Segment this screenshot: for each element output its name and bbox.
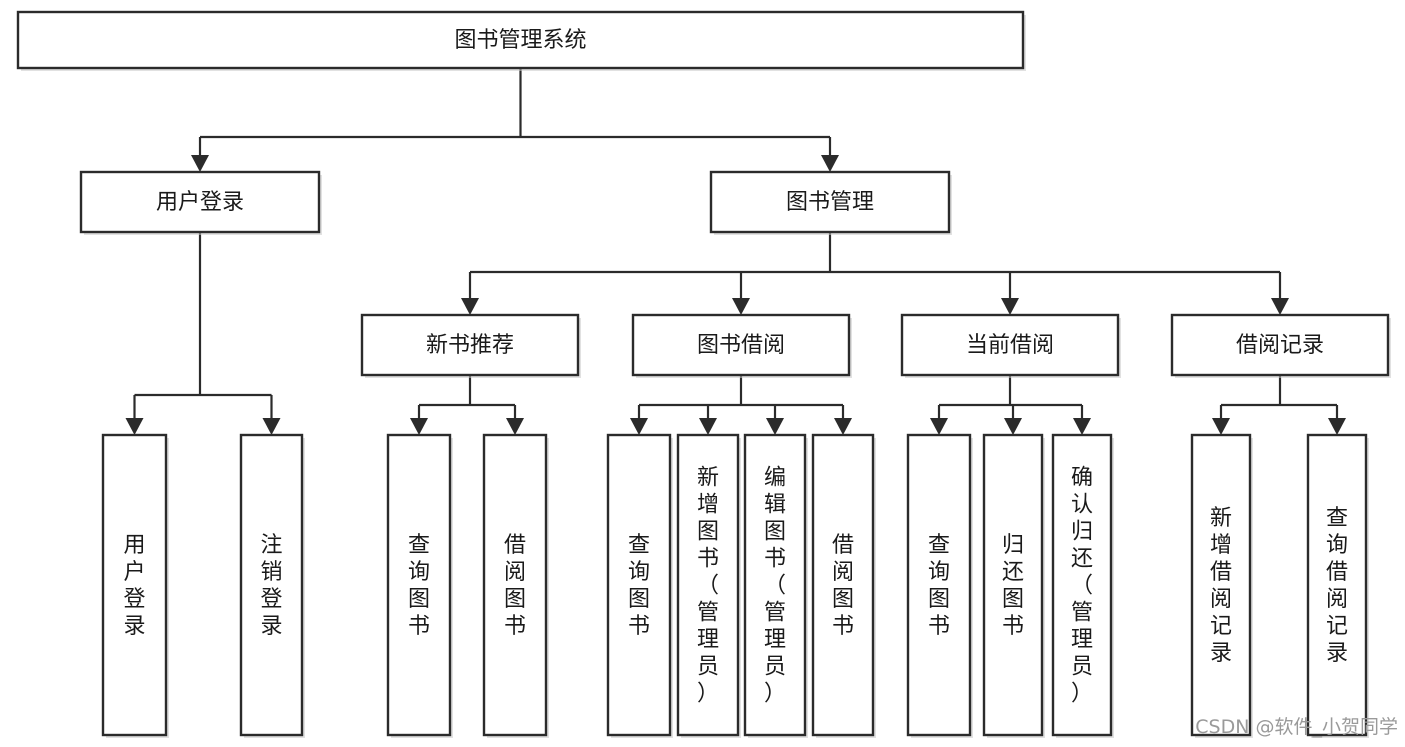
- node-label: 查询图书: [408, 533, 430, 639]
- node-rect[interactable]: [482, 433, 548, 737]
- arrow-head-icon: [1271, 298, 1289, 315]
- node-rect[interactable]: [982, 433, 1044, 737]
- node-label: 编辑图书（管理员）: [764, 466, 786, 707]
- node-rect[interactable]: [811, 433, 875, 737]
- node-label: 新增借阅记录: [1210, 506, 1232, 666]
- node-leaf-query-record[interactable]: 查询借阅记录: [1306, 433, 1369, 738]
- arrow-head-icon: [506, 418, 524, 435]
- node-rect[interactable]: [631, 313, 851, 377]
- node-label: 用户登录: [156, 190, 244, 215]
- node-rect[interactable]: [239, 433, 304, 737]
- node-rect[interactable]: [16, 10, 1025, 70]
- edge-group-root: [191, 68, 839, 172]
- node-label: 归还图书: [1002, 533, 1024, 639]
- node-rect[interactable]: [79, 170, 321, 234]
- node-current-borrow[interactable]: 当前借阅: [900, 313, 1121, 378]
- node-rect[interactable]: [709, 170, 951, 234]
- node-rect[interactable]: [1170, 313, 1390, 377]
- node-leaf-edit-book[interactable]: 编辑图书（管理员）: [743, 433, 808, 738]
- node-borrow-record[interactable]: 借阅记录: [1170, 313, 1391, 378]
- node-label: 借阅记录: [1236, 333, 1324, 358]
- edge-group-borrow-record: [1212, 375, 1346, 435]
- arrow-head-icon: [191, 155, 209, 172]
- node-rect[interactable]: [900, 313, 1120, 377]
- node-rect[interactable]: [1190, 433, 1252, 737]
- edge-group-new-book-rec: [410, 375, 524, 435]
- arrow-head-icon: [766, 418, 784, 435]
- arrow-head-icon: [732, 298, 750, 315]
- arrow-head-icon: [1328, 418, 1346, 435]
- node-book-manage[interactable]: 图书管理: [709, 170, 952, 235]
- csdn-watermark: CSDN @软件_小贺同学: [1195, 716, 1398, 738]
- node-label: 确认归还（管理员）: [1071, 466, 1093, 707]
- node-leaf-borrow-book-2[interactable]: 借阅图书: [811, 433, 876, 738]
- edge-group-book-borrow: [630, 375, 852, 435]
- arrow-head-icon: [930, 418, 948, 435]
- node-new-book-rec[interactable]: 新书推荐: [360, 313, 581, 378]
- node-label: 图书管理系统: [454, 28, 586, 53]
- node-user-login[interactable]: 用户登录: [79, 170, 322, 235]
- arrow-head-icon: [125, 418, 144, 435]
- arrow-head-icon: [630, 418, 648, 435]
- edge-group-user-login: [125, 232, 281, 435]
- arrow-head-icon: [834, 418, 852, 435]
- arrow-head-icon: [262, 418, 281, 435]
- arrow-head-icon: [1001, 298, 1019, 315]
- node-layer: 图书管理系统用户登录图书管理新书推荐图书借阅当前借阅借阅记录用户登录注销登录查询…: [16, 10, 1391, 738]
- node-rect[interactable]: [386, 433, 452, 737]
- arrow-head-icon: [1073, 418, 1091, 435]
- node-label: 用户登录: [123, 533, 145, 639]
- node-leaf-user-login[interactable]: 用户登录: [101, 433, 169, 738]
- arrow-head-icon: [1212, 418, 1230, 435]
- node-label: 借阅图书: [504, 533, 526, 639]
- node-rect[interactable]: [906, 433, 972, 737]
- node-leaf-query-book-2[interactable]: 查询图书: [606, 433, 673, 738]
- node-label: 新增图书（管理员）: [697, 466, 719, 707]
- node-leaf-add-book[interactable]: 新增图书（管理员）: [676, 433, 741, 738]
- arrow-head-icon: [821, 155, 839, 172]
- node-leaf-logout[interactable]: 注销登录: [239, 433, 305, 738]
- node-rect[interactable]: [606, 433, 672, 737]
- node-rect[interactable]: [101, 433, 168, 737]
- node-label: 借阅图书: [832, 533, 854, 639]
- connector-layer: [125, 68, 1346, 435]
- arrow-head-icon: [461, 298, 479, 315]
- edge-group-current-borrow: [930, 375, 1091, 435]
- node-leaf-add-record[interactable]: 新增借阅记录: [1190, 433, 1253, 738]
- node-label: 图书借阅: [697, 333, 785, 358]
- arrow-head-icon: [1004, 418, 1022, 435]
- node-rect[interactable]: [676, 433, 740, 737]
- arrow-head-icon: [699, 418, 717, 435]
- node-label: 查询图书: [628, 533, 650, 639]
- node-leaf-return-book[interactable]: 归还图书: [982, 433, 1045, 738]
- node-label: 图书管理: [786, 190, 874, 215]
- node-rect[interactable]: [743, 433, 807, 737]
- node-rect[interactable]: [1306, 433, 1368, 737]
- node-root[interactable]: 图书管理系统: [16, 10, 1026, 71]
- node-leaf-confirm-return[interactable]: 确认归还（管理员）: [1051, 433, 1114, 738]
- node-book-borrow[interactable]: 图书借阅: [631, 313, 852, 378]
- node-leaf-borrow-book-1[interactable]: 借阅图书: [482, 433, 549, 738]
- node-label: 注销登录: [260, 533, 282, 639]
- node-label: 查询借阅记录: [1326, 506, 1348, 666]
- node-label: 当前借阅: [966, 333, 1054, 358]
- node-label: 新书推荐: [426, 333, 514, 358]
- node-label: 查询图书: [928, 533, 950, 639]
- edge-group-book-manage: [461, 232, 1289, 315]
- node-rect[interactable]: [1051, 433, 1113, 737]
- arrow-head-icon: [410, 418, 428, 435]
- node-leaf-query-book-1[interactable]: 查询图书: [386, 433, 453, 738]
- node-rect[interactable]: [360, 313, 580, 377]
- node-leaf-query-book-3[interactable]: 查询图书: [906, 433, 973, 738]
